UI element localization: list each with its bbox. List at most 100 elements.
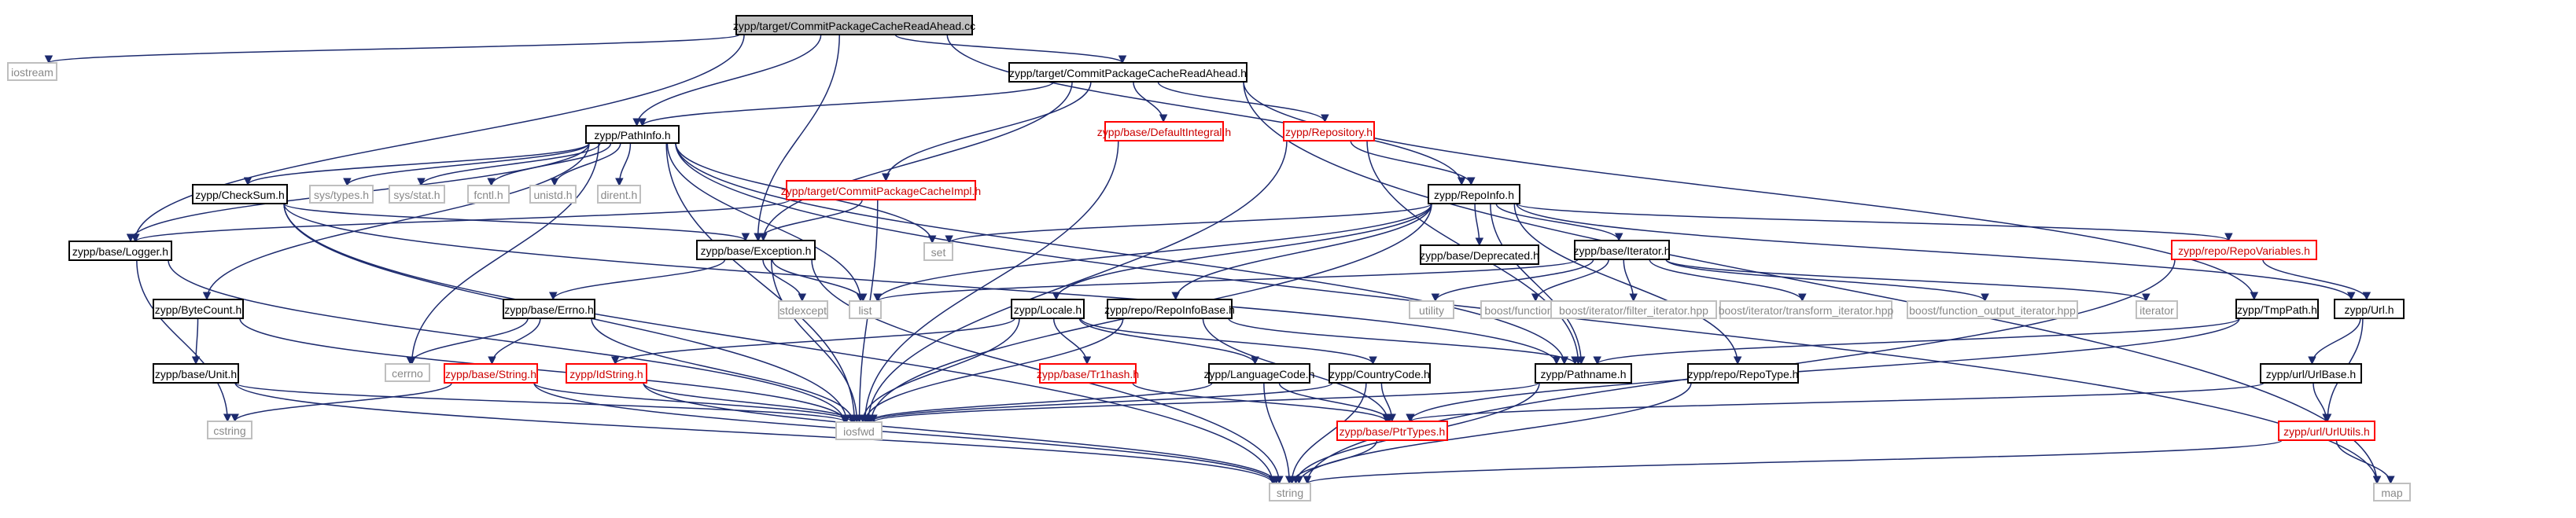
node-pathname[interactable]: zypp/Pathname.h — [1535, 363, 1632, 384]
node-repovars[interactable]: zypp/repo/RepoVariables.h — [2171, 240, 2317, 260]
node-list[interactable]: list — [849, 300, 882, 319]
edge-repoinfo-to-repovars — [1516, 203, 2233, 242]
node-pathinfo[interactable]: zypp/PathInfo.h — [585, 125, 680, 144]
node-iterator[interactable]: iterator — [2136, 300, 2178, 319]
edge-urlbase-to-urlutils — [2313, 382, 2331, 423]
node-checksum[interactable]: zypp/CheckSum.h — [192, 184, 288, 204]
node-box — [786, 180, 976, 200]
node-utility[interactable]: utility — [1409, 300, 1454, 319]
node-box — [207, 421, 252, 439]
node-label: zypp/RepoInfo.h — [1434, 189, 1514, 201]
edge-bytecount-to-iosfwd — [239, 318, 850, 424]
edge-url-to-urlbase — [2308, 318, 2361, 366]
node-langcode[interactable]: zypp/LanguageCode.h — [1204, 363, 1315, 384]
node-bfuncout[interactable]: boost/function_output_iterator.hpp — [1907, 300, 2078, 319]
node-label: zypp/LanguageCode.h — [1204, 368, 1315, 380]
node-box — [2171, 240, 2317, 260]
node-iterator_h[interactable]: zypp/base/Iterator.h — [1574, 240, 1671, 260]
node-cerrno[interactable]: cerrno — [385, 363, 430, 382]
node-bytecount[interactable]: zypp/ByteCount.h — [153, 299, 244, 319]
node-locale[interactable]: zypp/Locale.h — [1011, 299, 1085, 319]
node-box — [1329, 363, 1431, 384]
node-string[interactable]: string — [1269, 483, 1311, 501]
node-label: sys/stat.h — [393, 189, 440, 201]
node-box — [389, 185, 445, 204]
node-box — [1011, 299, 1085, 319]
node-label: set — [931, 246, 946, 259]
node-unistd[interactable]: unistd.h — [529, 185, 577, 204]
edge-pathinfo-to-list — [666, 142, 865, 303]
edge-root-to-repoinfo — [946, 34, 1466, 186]
edge-exception-to-list — [772, 259, 868, 303]
node-repotype[interactable]: zypp/repo/RepoType.h — [1687, 363, 1799, 384]
node-label: zypp/base/DefaultIntegral.h — [1097, 126, 1231, 138]
edge-repoinfo-to-pathname — [1490, 203, 1586, 366]
node-cstring[interactable]: cstring — [207, 421, 252, 439]
node-iostream[interactable]: iostream — [7, 62, 57, 81]
node-sysstat[interactable]: sys/stat.h — [389, 185, 445, 204]
node-repoinfo[interactable]: zypp/RepoInfo.h — [1428, 184, 1520, 204]
edge-checksum-to-exception — [283, 203, 750, 242]
edge-pathinfo-to-sysstat — [417, 142, 601, 187]
node-urlutils[interactable]: zypp/url/UrlUtils.h — [2278, 421, 2375, 441]
edge-iterator_h-to-bfuncout — [1665, 259, 1989, 303]
node-map[interactable]: map — [2373, 483, 2411, 501]
node-set[interactable]: set — [923, 242, 953, 261]
edge-repoinfo-to-iterator_h — [1495, 203, 1623, 242]
node-box — [778, 300, 828, 319]
node-label: boost/function_output_iterator.hpp — [1909, 304, 2076, 317]
node-label: zypp/base/Logger.h — [72, 245, 168, 258]
node-deprecated[interactable]: zypp/base/Deprecated.h — [1420, 244, 1539, 265]
node-exception[interactable]: zypp/base/Exception.h — [696, 240, 816, 260]
node-box — [1550, 300, 1717, 319]
node-errno_h[interactable]: zypp/base/Errno.h — [503, 299, 595, 319]
node-box — [597, 185, 641, 204]
edge-pathinfo-to-unistd — [550, 142, 621, 187]
edge-countrycode-to-string — [1288, 382, 1367, 485]
node-box — [1420, 244, 1539, 265]
node-box — [2260, 363, 2362, 384]
node-box — [1428, 184, 1520, 204]
node-idstring[interactable]: zypp/IdString.h — [566, 363, 647, 384]
node-ptrtypes[interactable]: zypp/base/PtrTypes.h — [1336, 421, 1448, 441]
edge-errno_h-to-cerrno — [406, 318, 529, 366]
node-urlbase[interactable]: zypp/url/UrlBase.h — [2260, 363, 2362, 384]
node-repoinfobase[interactable]: zypp/repo/RepoInfoBase.h — [1104, 299, 1235, 319]
edge-iterator_h-to-btransform — [1649, 259, 1807, 303]
node-bfilter[interactable]: boost/iterator/filter_iterator.hpp — [1550, 300, 1717, 319]
node-cpcimpl[interactable]: zypp/target/CommitPackageCacheImpl.h — [781, 180, 981, 200]
edge-urlutils-to-map — [2335, 439, 2395, 485]
node-logger[interactable]: zypp/base/Logger.h — [68, 241, 172, 261]
node-repository[interactable]: zypp/Repository.h — [1283, 121, 1375, 141]
node-systypes[interactable]: sys/types.h — [309, 185, 374, 204]
edge-repository-to-iosfwd — [864, 140, 1288, 424]
node-defint[interactable]: zypp/base/DefaultIntegral.h — [1097, 121, 1231, 141]
edge-repoinfobase-to-pathname — [1228, 318, 1579, 366]
node-unit[interactable]: zypp/base/Unit.h — [153, 363, 239, 384]
node-label: iosfwd — [843, 425, 875, 438]
node-btransform[interactable]: boost/iterator/transform_iterator.hpp — [1719, 300, 1894, 319]
node-box — [1719, 300, 1892, 319]
edge-locale-to-langcode — [1078, 318, 1259, 366]
node-box — [2136, 300, 2178, 319]
node-fcntl[interactable]: fcntl.h — [467, 185, 510, 204]
node-countrycode[interactable]: zypp/CountryCode.h — [1329, 363, 1431, 384]
edge-countrycode-to-ptrtypes — [1380, 382, 1396, 423]
node-root[interactable]: zypp/target/CommitPackageCacheReadAhead.… — [733, 15, 975, 35]
node-box — [309, 185, 374, 204]
node-box — [2278, 421, 2375, 441]
node-cprah[interactable]: zypp/target/CommitPackageCacheReadAhead.… — [1008, 62, 1247, 83]
node-tmppath[interactable]: zypp/TmpPath.h — [2235, 299, 2319, 319]
node-string_h[interactable]: zypp/base/String.h — [444, 363, 538, 384]
node-label: zypp/base/Deprecated.h — [1420, 249, 1539, 262]
edge-errno_h-to-string_h — [488, 318, 541, 366]
node-box — [1269, 483, 1311, 501]
node-stdexcept[interactable]: stdexcept — [778, 300, 828, 319]
node-box — [1535, 363, 1632, 384]
node-iosfwd[interactable]: iosfwd — [835, 421, 883, 440]
node-label: zypp/base/Tr1hash.h — [1037, 368, 1139, 380]
node-dirent[interactable]: dirent.h — [597, 185, 641, 204]
node-tr1hash[interactable]: zypp/base/Tr1hash.h — [1037, 363, 1139, 384]
node-url[interactable]: zypp/Url.h — [2334, 299, 2405, 319]
edge-defint-to-iosfwd — [861, 140, 1119, 424]
